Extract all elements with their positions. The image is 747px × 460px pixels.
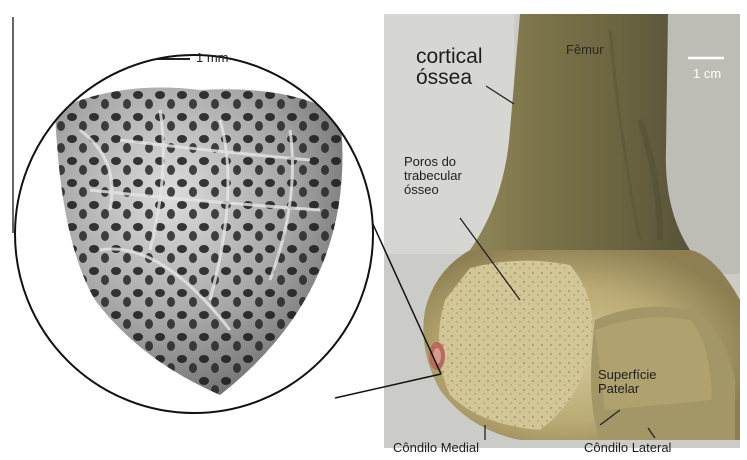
scale-bar-label-1mm: 1 mm (196, 51, 229, 65)
scale-bar-label-1cm: 1 cm (693, 67, 721, 81)
label-superficie-patelar: Superfície Patelar (598, 368, 657, 396)
label-femur: Fêmur (566, 43, 604, 57)
label-cortical-ossea: cortical óssea (416, 46, 483, 89)
trabecular-zoom (15, 55, 373, 413)
label-condilo-lateral: Côndilo Lateral (584, 441, 671, 455)
label-condilo-medial: Côndilo Medial (393, 441, 479, 455)
label-poros-trabecular: Poros do trabecular ósseo (404, 155, 462, 197)
